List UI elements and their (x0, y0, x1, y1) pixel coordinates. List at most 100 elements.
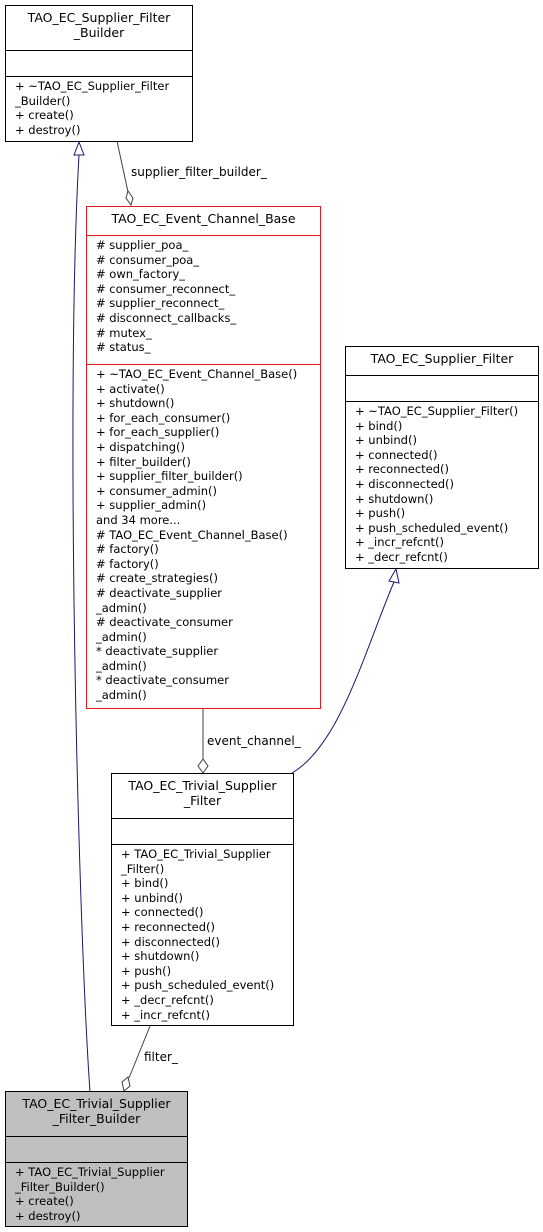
class-title-line: TAO_EC_Supplier_Filter (27, 10, 171, 25)
operation-item: + for_each_supplier() (96, 425, 220, 440)
operation-item: + consumer_admin() (96, 483, 217, 498)
operation-item: + connected() (355, 447, 438, 462)
attributes-section (6, 1136, 187, 1162)
operation-item: # deactivate_supplier (96, 585, 223, 600)
composition-diamond-supplier-filter-builder (125, 189, 134, 207)
edge-label-supplier-filter-builder: supplier_filter_builder_ (131, 165, 267, 179)
class-title-line: TAO_EC_Trivial_Supplier (22, 1096, 171, 1111)
operation-item: + reconnected() (355, 462, 450, 477)
operation-item: + _decr_refcnt() (121, 992, 214, 1007)
class-event-channel-base[interactable]: TAO_EC_Event_Channel_Base # supplier_poa… (86, 206, 321, 709)
class-supplier-filter-builder[interactable]: TAO_EC_Supplier_Filter_Builder + ~TAO_EC… (5, 5, 193, 142)
operation-item: and 34 more... (96, 512, 181, 527)
class-title: TAO_EC_Trivial_Supplier_Filter_Builder (6, 1092, 187, 1136)
operations-section: + TAO_EC_Trivial_Supplier_Filter_Builder… (6, 1162, 187, 1223)
edge-label-filter: filter_ (144, 1050, 178, 1064)
operations-section: + TAO_EC_Trivial_Supplier_Filter()+ bind… (112, 844, 293, 1022)
class-trivial-supplier-filter-builder[interactable]: TAO_EC_Trivial_Supplier_Filter_Builder +… (5, 1091, 188, 1227)
operation-item: _Builder() (15, 93, 71, 108)
operation-item: + activate() (96, 381, 165, 396)
operation-item: + shutdown() (96, 396, 175, 411)
operation-item: + push() (121, 963, 172, 978)
composition-edge-supplier-filter-builder (116, 140, 129, 193)
class-title-line: _Filter_Builder (52, 1111, 141, 1126)
operation-item: * deactivate_supplier (96, 644, 219, 659)
operation-item: # deactivate_consumer (96, 615, 233, 630)
attributes-section (6, 50, 192, 76)
operation-item: + _incr_refcnt() (355, 535, 445, 550)
operation-item: + _decr_refcnt() (355, 549, 448, 564)
class-title-line: TAO_EC_Trivial_Supplier (128, 778, 277, 793)
class-title-line: TAO_EC_Event_Channel_Base (111, 211, 296, 226)
operation-item: + bind() (355, 418, 403, 433)
operation-item: + filter_builder() (96, 454, 191, 469)
operation-item: + destroy() (15, 1208, 81, 1223)
operation-item: + push_scheduled_event() (355, 520, 509, 535)
operation-item: _Filter_Builder() (15, 1179, 105, 1194)
class-title-line: TAO_EC_Supplier_Filter (370, 351, 514, 366)
operation-item: + TAO_EC_Trivial_Supplier (15, 1165, 165, 1179)
edge-label-event-channel: event_channel_ (207, 734, 301, 748)
operation-item: _admin() (96, 658, 147, 673)
operation-item: + TAO_EC_Trivial_Supplier (121, 847, 271, 861)
operation-item: # factory() (96, 556, 159, 571)
operation-item: + ~TAO_EC_Event_Channel_Base() (96, 367, 298, 381)
operation-item: + ~TAO_EC_Supplier_Filter (15, 79, 170, 93)
attribute-item: # status_ (96, 340, 151, 355)
operation-item: + disconnected() (121, 934, 220, 949)
operation-item: + connected() (121, 905, 204, 920)
operations-section: + ~TAO_EC_Event_Channel_Base()+ activate… (87, 364, 320, 703)
operations-section: + ~TAO_EC_Supplier_Filter()+ bind()+ unb… (346, 401, 538, 565)
operation-item: _admin() (96, 629, 147, 644)
operation-item: + for_each_consumer() (96, 410, 231, 425)
attribute-item: # own_factory_ (96, 267, 186, 282)
operation-item: # TAO_EC_Event_Channel_Base() (96, 527, 288, 542)
attribute-item: # consumer_poa_ (96, 252, 200, 267)
operation-item: * deactivate_consumer (96, 673, 229, 688)
attributes-section (112, 818, 293, 844)
operation-item: + push_scheduled_event() (121, 978, 275, 993)
inheritance-edge-builder (72, 154, 91, 1093)
operation-item: _admin() (96, 688, 147, 703)
class-title: TAO_EC_Event_Channel_Base (87, 207, 320, 235)
operation-item: + ~TAO_EC_Supplier_Filter() (355, 404, 519, 418)
operation-item: + disconnected() (355, 476, 454, 491)
attribute-item: # supplier_poa_ (96, 238, 189, 252)
composition-edge-filter (128, 1025, 151, 1079)
operation-item: _Filter() (121, 861, 165, 876)
inheritance-arrowhead-filter (388, 567, 400, 584)
operation-item: + reconnected() (121, 919, 216, 934)
inheritance-arrowhead-builder (73, 140, 85, 156)
operation-item: + supplier_admin() (96, 498, 207, 513)
operation-item: + dispatching() (96, 439, 186, 454)
class-supplier-filter[interactable]: TAO_EC_Supplier_Filter + ~TAO_EC_Supplie… (345, 346, 539, 569)
operation-item: + bind() (121, 876, 169, 891)
operation-item: + unbind() (121, 890, 183, 905)
operation-item: + unbind() (355, 433, 417, 448)
attribute-item: # disconnect_callbacks_ (96, 310, 237, 325)
operation-item: + push() (355, 506, 406, 521)
operation-item: _admin() (96, 600, 147, 615)
operation-item: + shutdown() (355, 491, 434, 506)
operation-item: # create_strategies() (96, 571, 218, 586)
operation-item: # factory() (96, 542, 159, 557)
composition-diamond-filter (121, 1076, 131, 1092)
class-title-line: _Filter (183, 793, 222, 808)
attribute-item: # supplier_reconnect_ (96, 296, 225, 311)
class-title: TAO_EC_Supplier_Filter (346, 347, 538, 375)
operation-item: + create() (15, 108, 74, 123)
operation-item: + create() (15, 1194, 74, 1209)
attribute-item: # mutex_ (96, 325, 152, 340)
operations-section: + ~TAO_EC_Supplier_Filter_Builder()+ cre… (6, 76, 192, 137)
attributes-section (346, 375, 538, 401)
class-title: TAO_EC_Supplier_Filter_Builder (6, 6, 192, 50)
class-title-line: _Builder (73, 25, 125, 40)
composition-diamond-event-channel (197, 758, 209, 774)
class-trivial-supplier-filter[interactable]: TAO_EC_Trivial_Supplier_Filter + TAO_EC_… (111, 773, 294, 1026)
class-title: TAO_EC_Trivial_Supplier_Filter (112, 774, 293, 818)
operation-item: + shutdown() (121, 949, 200, 964)
attribute-item: # consumer_reconnect_ (96, 281, 236, 296)
operation-item: + supplier_filter_builder() (96, 469, 243, 484)
attributes-section: # supplier_poa_# consumer_poa_# own_fact… (87, 235, 320, 364)
